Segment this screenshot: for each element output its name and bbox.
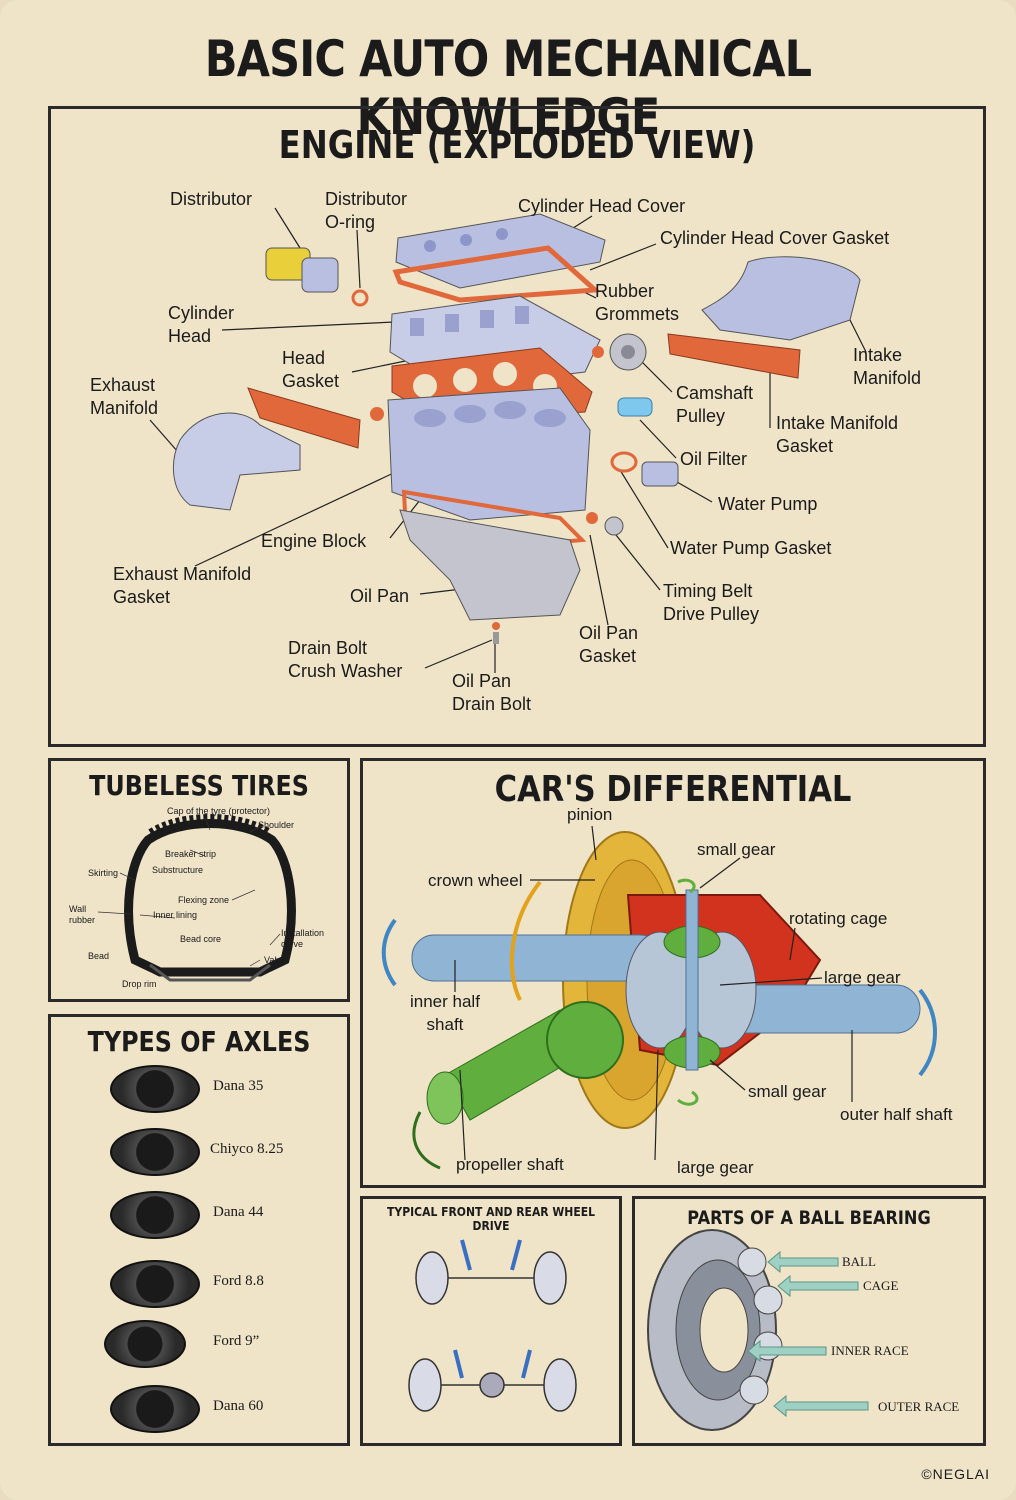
label-rubber-grommets: Rubber Grommets — [595, 281, 680, 324]
copyright: ©NEGLAI — [921, 1466, 990, 1482]
label-water-pump-gasket: Water Pump Gasket — [670, 538, 832, 558]
tire-label-breaker: Breaker strip — [165, 849, 217, 859]
diff-label-small-gear-bottom: small gear — [748, 1082, 827, 1101]
axle-label: Chiyco 8.25 — [210, 1141, 284, 1157]
axle-housing-icon — [110, 1260, 200, 1308]
label-exhaust-manifold: Exhaust Manifold — [90, 375, 159, 418]
axle-label: Ford 8.8 — [213, 1273, 264, 1289]
bearing-label-cage: CAGE — [863, 1278, 899, 1293]
diff-label-large-gear-bottom: large gear — [677, 1158, 754, 1177]
diff-label-crown-wheel: crown wheel — [428, 871, 523, 890]
tire-label-installation: Installation curve — [281, 928, 325, 949]
label-drain-bolt-crush-washer: Drain Bolt Crush Washer — [288, 638, 403, 681]
diff-label-small-gear-top: small gear — [697, 840, 776, 859]
tire-label-bead: Bead — [88, 951, 110, 961]
tires-title: TUBELESS TIRES — [89, 769, 309, 802]
label-intake-manifold: Intake Manifold — [853, 345, 922, 388]
axle-label: Ford 9” — [213, 1333, 260, 1349]
diff-label-rotating-cage: rotating cage — [789, 909, 888, 928]
tire-label-inner: Inner lining — [153, 910, 198, 920]
axle-label: Dana 35 — [213, 1078, 264, 1094]
diff-label-outer-half-shaft: outer half shaft — [840, 1105, 953, 1124]
wheel-drive-panel: TYPICAL FRONT AND REAR WHEEL DRIVE — [360, 1196, 622, 1446]
axle-housing-icon — [110, 1191, 200, 1239]
label-exhaust-manifold-gasket: Exhaust Manifold Gasket — [113, 564, 252, 607]
wheel-drive-title: TYPICAL FRONT AND REAR WHEEL DRIVE — [387, 1205, 595, 1233]
label-oil-pan-drain-bolt: Oil Pan Drain Bolt — [452, 671, 532, 714]
bearing-panel: PARTS OF A BALL BEARING — [632, 1196, 986, 1446]
axle-housing-icon — [110, 1128, 200, 1176]
engine-panel: ENGINE (EXPLODED VIEW) — [48, 106, 986, 747]
label-engine-block: Engine Block — [261, 531, 367, 551]
distributor-part — [265, 247, 369, 307]
label-distributor-oring: Distributor O-ring — [325, 189, 408, 232]
axle-label: Dana 44 — [213, 1204, 264, 1220]
axle-label: Dana 60 — [213, 1398, 264, 1414]
label-distributor: Distributor — [170, 189, 253, 209]
label-cylinder-head-cover: Cylinder Head Cover — [518, 196, 686, 216]
bearing-title: PARTS OF A BALL BEARING — [687, 1207, 931, 1229]
label-timing-belt-drive-pulley: Timing Belt Drive Pulley — [663, 581, 760, 624]
axle-housing-icon — [110, 1065, 200, 1113]
diff-label-large-gear-right: large gear — [824, 968, 901, 987]
label-oil-pan-gasket: Oil Pan Gasket — [579, 623, 639, 666]
axle-housing-icon — [110, 1385, 200, 1433]
tire-label-substructure: Substructure — [152, 865, 204, 875]
poster-title: BASIC AUTO MECHANICAL KNOWLEDGE — [204, 30, 812, 146]
diff-label-propeller-shaft: propeller shaft — [456, 1155, 564, 1174]
tires-panel: TUBELESS TIRES — [48, 758, 350, 1002]
diff-label-pinion: pinion — [567, 805, 613, 824]
tire-label-skirting: Skirting — [88, 868, 119, 878]
tire-label-drop-rim: Drop rim — [122, 979, 157, 989]
label-camshaft-pulley: Camshaft Pulley — [676, 383, 754, 426]
axle-housing-icon — [104, 1320, 186, 1368]
label-oil-pan: Oil Pan — [350, 586, 410, 606]
tire-label-cap: Cap of the tyre (protector) — [167, 806, 271, 816]
tire-label-bead-core: Bead core — [180, 934, 222, 944]
differential-title: CAR'S DIFFERENTIAL — [494, 769, 852, 810]
differential-panel: CAR'S DIFFERENTIAL — [360, 758, 986, 1188]
bearing-label-inner-race: INNER RACE — [831, 1343, 909, 1358]
tire-label-valve: Valve — [264, 955, 286, 965]
axles-title: TYPES OF AXLES — [87, 1025, 311, 1058]
label-cylinder-head-cover-gasket: Cylinder Head Cover Gasket — [660, 228, 890, 248]
label-intake-manifold-gasket: Intake Manifold Gasket — [776, 413, 899, 456]
tire-label-wall: Wall rubber — [69, 904, 96, 925]
label-head-gasket: Head Gasket — [282, 348, 340, 391]
tire-label-shoulder: Shoulder — [258, 820, 295, 830]
bearing-label-ball: BALL — [842, 1254, 876, 1269]
axles-panel: TYPES OF AXLES — [48, 1014, 350, 1446]
bearing-label-outer-race: OUTER RACE — [878, 1399, 960, 1414]
label-cylinder-head: Cylinder Head — [168, 303, 235, 346]
diff-label-inner-half-shaft: inner half shaft — [410, 992, 480, 1034]
tire-label-flexing: Flexing zone — [178, 895, 230, 905]
engine-title: ENGINE (EXPLODED VIEW) — [278, 123, 756, 167]
label-oil-filter: Oil Filter — [680, 449, 747, 469]
label-water-pump: Water Pump — [718, 494, 818, 514]
